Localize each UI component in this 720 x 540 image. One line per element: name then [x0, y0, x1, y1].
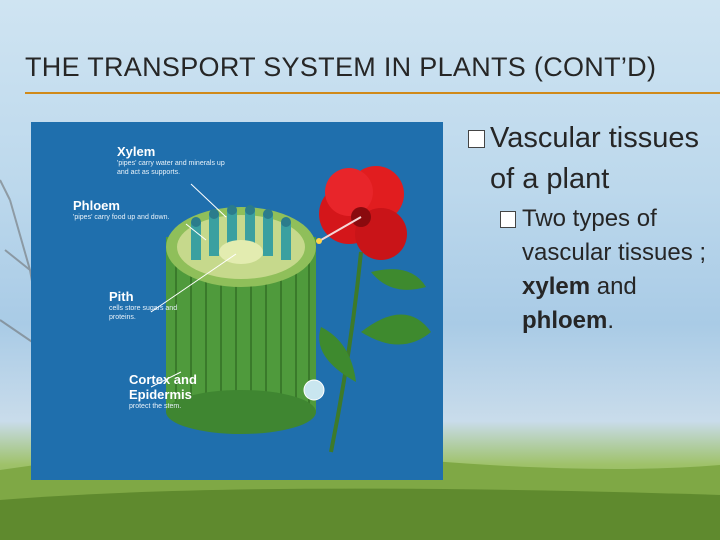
- hibiscus-flower-icon: [316, 166, 407, 260]
- cortex-epidermis-description: protect the stem.: [129, 402, 209, 411]
- cortex-epidermis-heading: Cortex and Epidermis: [129, 372, 209, 402]
- pith-label: Pith cells store sugars and proteins.: [109, 289, 179, 322]
- phloem-label: Phloem 'pipes' carry food up and down.: [73, 198, 193, 222]
- stem-diagram-icon: [31, 122, 443, 480]
- pith-description: cells store sugars and proteins.: [109, 304, 179, 322]
- stem-cross-section-figure: Xylem 'pipes' carry water and minerals u…: [31, 122, 443, 480]
- title-underline: [25, 92, 720, 94]
- phloem-heading: Phloem: [73, 198, 193, 213]
- bullet-text: Vascular tissues of a plant: [490, 122, 699, 195]
- cortex-epidermis-label: Cortex and Epidermis protect the stem.: [129, 372, 209, 411]
- xylem-term: xylem: [522, 273, 590, 300]
- phloem-term: phloem: [522, 307, 607, 334]
- xylem-heading: Xylem: [117, 144, 237, 159]
- period: .: [607, 307, 614, 334]
- checkbox-bullet-icon: [500, 211, 516, 228]
- checkbox-bullet-icon: [468, 130, 485, 148]
- xylem-label: Xylem 'pipes' carry water and minerals u…: [117, 144, 237, 177]
- phloem-description: 'pipes' carry food up and down.: [73, 213, 193, 222]
- pith-heading: Pith: [109, 289, 179, 304]
- bullet-vascular-tissues: Vascular tissues of a plant: [468, 118, 713, 200]
- sub-bullet-text: Two types of vascular tissues ;: [522, 205, 706, 266]
- sub-bullet-two-types: Two types of vascular tissues ; xylem an…: [468, 202, 713, 338]
- and-word: and: [590, 273, 637, 300]
- bullet-list: Vascular tissues of a plant Two types of…: [468, 118, 713, 338]
- slide-title: THE TRANSPORT SYSTEM IN PLANTS (CONT’D): [25, 52, 656, 83]
- xylem-description: 'pipes' carry water and minerals up and …: [117, 159, 237, 177]
